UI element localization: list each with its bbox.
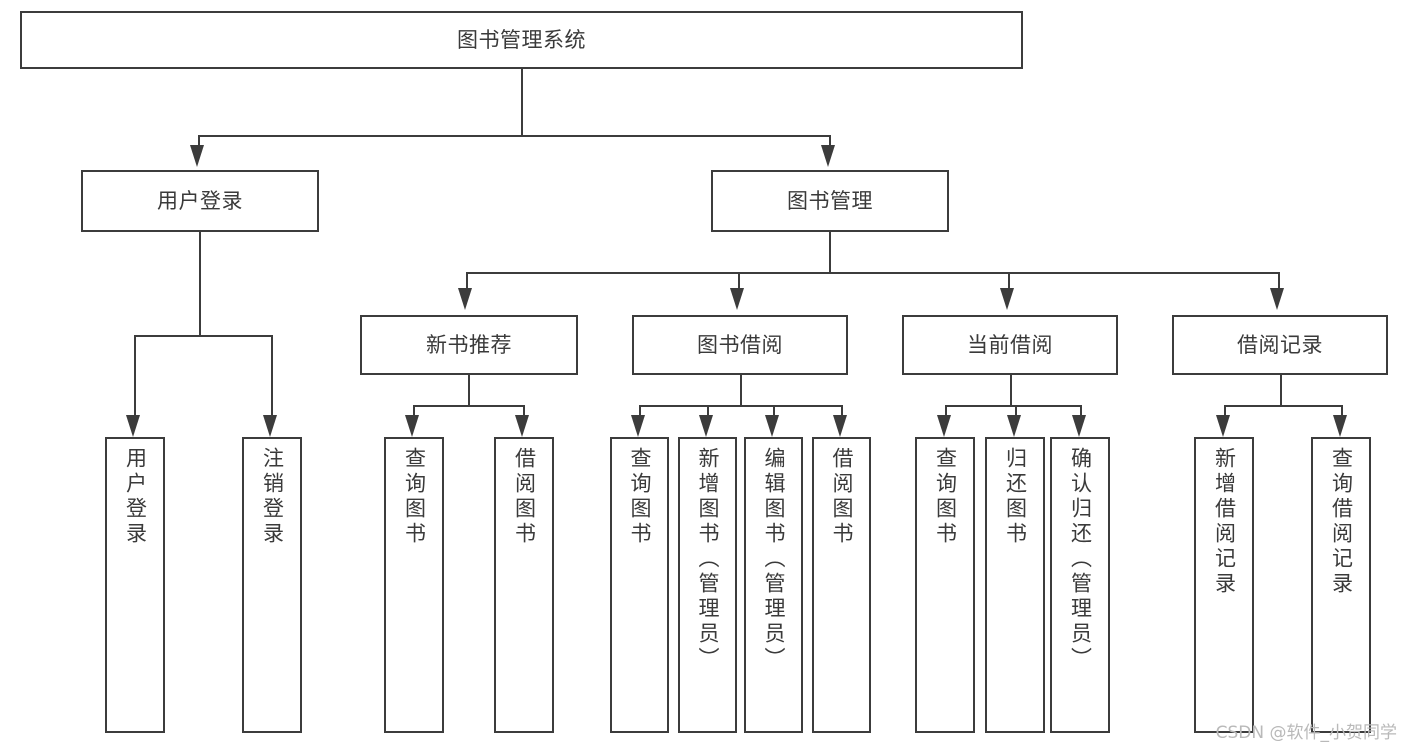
leaf-add-record[interactable]: 新增借阅记录: [1194, 437, 1254, 733]
node-current-borrow[interactable]: 当前借阅: [902, 315, 1118, 375]
node-root-label: 图书管理系统: [457, 27, 586, 52]
node-root[interactable]: 图书管理系统: [20, 11, 1023, 69]
arrowhead-leaf-return-book: [1007, 415, 1021, 437]
connector-borrow-record-bar: [1224, 405, 1341, 407]
connector-new-book-stem: [468, 375, 470, 405]
connector-new-book-bar: [413, 405, 523, 407]
arrowhead-new-book-recommend: [458, 288, 472, 310]
arrowhead-leaf-query-book-2: [631, 415, 645, 437]
leaf-add-book[interactable]: 新增图书（管理员）: [678, 437, 737, 733]
arrowhead-leaf-edit-book: [765, 415, 779, 437]
connector-to-new-book-recommend: [466, 272, 468, 288]
arrowhead-book-manage: [821, 145, 835, 167]
arrowhead-leaf-query-book-3: [937, 415, 951, 437]
connector-to-book-borrow: [738, 272, 740, 288]
node-new-book-recommend-label: 新书推荐: [426, 332, 512, 357]
connector-root-stem: [521, 69, 523, 135]
connector-to-borrow-record: [1278, 272, 1280, 288]
connector-book-borrow-c3: [773, 405, 775, 415]
arrowhead-book-borrow: [730, 288, 744, 310]
arrowhead-leaf-user-login: [126, 415, 140, 437]
leaf-query-record-label: 查询借阅记录: [1329, 447, 1354, 597]
connector-current-borrow-c1: [945, 405, 947, 415]
leaf-return-book[interactable]: 归还图书: [985, 437, 1045, 733]
leaf-user-login-label: 用户登录: [123, 447, 148, 547]
connector-user-login-left: [134, 335, 136, 415]
arrowhead-leaf-confirm-return: [1072, 415, 1086, 437]
connector-level3-bar: [466, 272, 1278, 274]
arrowhead-leaf-borrow-book-1: [515, 415, 529, 437]
leaf-add-record-label: 新增借阅记录: [1212, 447, 1237, 597]
connector-book-borrow-bar: [639, 405, 841, 407]
arrowhead-leaf-query-record: [1333, 415, 1347, 437]
arrowhead-leaf-add-record: [1216, 415, 1230, 437]
csdn-watermark: CSDN @软件_小贺同学: [1215, 723, 1397, 743]
node-book-manage[interactable]: 图书管理: [711, 170, 949, 232]
node-new-book-recommend[interactable]: 新书推荐: [360, 315, 578, 375]
leaf-borrow-book-2[interactable]: 借阅图书: [812, 437, 871, 733]
connector-user-login-right: [271, 335, 273, 415]
connector-book-manage-stem: [829, 232, 831, 272]
connector-borrow-record-stem: [1280, 375, 1282, 405]
connector-current-borrow-c3: [1080, 405, 1082, 415]
node-book-borrow-label: 图书借阅: [697, 332, 783, 357]
arrowhead-leaf-query-book-1: [405, 415, 419, 437]
leaf-query-record[interactable]: 查询借阅记录: [1311, 437, 1371, 733]
node-borrow-record[interactable]: 借阅记录: [1172, 315, 1388, 375]
connector-borrow-record-c1: [1224, 405, 1226, 415]
connector-new-book-c2: [523, 405, 525, 415]
connector-root-bar: [198, 135, 830, 137]
connector-book-borrow-stem: [740, 375, 742, 405]
connector-current-borrow-c2: [1015, 405, 1017, 415]
connector-new-book-c1: [413, 405, 415, 415]
connector-book-borrow-c1: [639, 405, 641, 415]
leaf-query-book-2-label: 查询图书: [628, 447, 652, 547]
leaf-add-book-label: 新增图书（管理员）: [696, 447, 720, 672]
node-borrow-record-label: 借阅记录: [1237, 332, 1323, 357]
connector-root-to-book-manage: [829, 135, 831, 145]
leaf-confirm-return[interactable]: 确认归还（管理员）: [1050, 437, 1110, 733]
arrowhead-leaf-borrow-book-2: [833, 415, 847, 437]
leaf-edit-book-label: 编辑图书（管理员）: [762, 447, 786, 672]
leaf-confirm-return-label: 确认归还（管理员）: [1068, 447, 1093, 672]
connector-to-current-borrow: [1008, 272, 1010, 288]
leaf-return-book-label: 归还图书: [1003, 447, 1028, 547]
connector-book-borrow-c2: [707, 405, 709, 415]
leaf-query-book-3[interactable]: 查询图书: [915, 437, 975, 733]
node-current-borrow-label: 当前借阅: [967, 332, 1053, 357]
leaf-query-book-1[interactable]: 查询图书: [384, 437, 444, 733]
leaf-borrow-book-1[interactable]: 借阅图书: [494, 437, 554, 733]
connector-root-to-user-login: [198, 135, 200, 145]
connector-current-borrow-bar: [945, 405, 1080, 407]
leaf-query-book-1-label: 查询图书: [402, 447, 427, 547]
node-user-login-label: 用户登录: [157, 188, 243, 213]
leaf-borrow-book-1-label: 借阅图书: [512, 447, 537, 547]
connector-user-login-stem: [199, 232, 201, 335]
node-user-login[interactable]: 用户登录: [81, 170, 319, 232]
connector-book-borrow-c4: [841, 405, 843, 415]
arrowhead-borrow-record: [1270, 288, 1284, 310]
leaf-query-book-2[interactable]: 查询图书: [610, 437, 669, 733]
leaf-query-book-3-label: 查询图书: [933, 447, 958, 547]
leaf-logout-login-label: 注销登录: [260, 447, 285, 547]
arrowhead-leaf-add-book: [699, 415, 713, 437]
leaf-edit-book[interactable]: 编辑图书（管理员）: [744, 437, 803, 733]
leaf-user-login[interactable]: 用户登录: [105, 437, 165, 733]
leaf-borrow-book-2-label: 借阅图书: [830, 447, 854, 547]
node-book-manage-label: 图书管理: [787, 188, 873, 213]
leaf-logout-login[interactable]: 注销登录: [242, 437, 302, 733]
arrowhead-current-borrow: [1000, 288, 1014, 310]
node-book-borrow[interactable]: 图书借阅: [632, 315, 848, 375]
arrowhead-user-login: [190, 145, 204, 167]
arrowhead-leaf-logout-login: [263, 415, 277, 437]
connector-borrow-record-c2: [1341, 405, 1343, 415]
connector-user-login-bar: [134, 335, 271, 337]
connector-current-borrow-stem: [1010, 375, 1012, 405]
